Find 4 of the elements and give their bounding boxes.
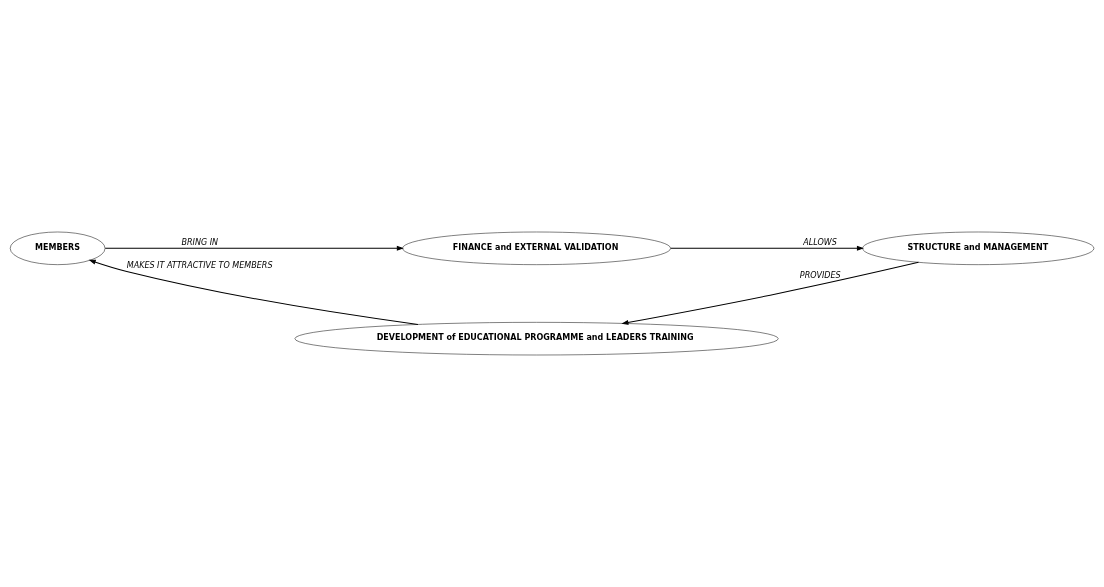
arrow — [89, 259, 419, 325]
arrow — [622, 261, 919, 325]
arrow — [104, 246, 403, 251]
arrow — [670, 246, 863, 251]
